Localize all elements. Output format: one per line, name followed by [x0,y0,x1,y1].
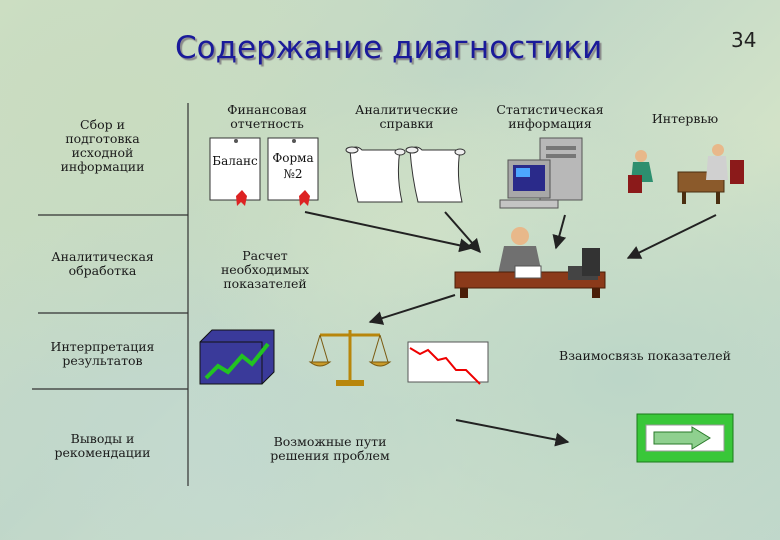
form2-label-line1: Форма [272,151,313,165]
arrow-reports-to-analyst [305,212,472,248]
scroll-icon-1 [346,147,405,202]
arrow-to-next [456,420,568,442]
arrow-statistics-to-analyst [556,215,565,248]
analyst-icon [455,227,605,298]
declining-chart-icon [408,342,488,384]
scales-icon [310,330,390,386]
computer-icon [500,138,582,208]
growth-chart-icon [200,330,274,384]
scroll-icon-2 [406,147,465,202]
next-arrow-button[interactable] [637,414,733,462]
balance-document-icon [210,138,260,206]
form2-label-line2: №2 [284,167,303,181]
arrow-analyst-to-calc [370,295,455,322]
balance-label: Баланс [212,154,258,168]
arrow-interview-to-analyst [628,215,716,258]
interview-icon [628,144,744,204]
